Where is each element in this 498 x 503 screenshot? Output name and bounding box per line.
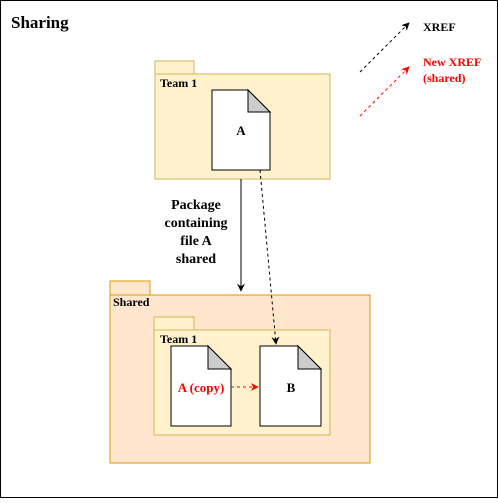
file-a-copy-fold: [207, 344, 233, 370]
legend-xref-label: XREF: [423, 20, 456, 34]
file-a-copy-label: A (copy): [178, 380, 225, 395]
legend-new-xref-label: New XREF: [423, 55, 481, 69]
share-arrow-label: Package containing file A shared: [160, 192, 235, 268]
share-arrow-label-line1: Package: [171, 198, 221, 213]
legend-xref-arrow: [359, 22, 410, 73]
xref-a-to-b-arrow[interactable]: [259, 169, 280, 345]
share-arrow-label-line4: shared: [176, 252, 216, 267]
shared-package-tab: [109, 280, 151, 296]
legend-new-xref-sublabel: (shared): [423, 71, 465, 85]
file-a[interactable]: A: [211, 88, 272, 171]
file-a-label: A: [236, 123, 246, 138]
file-a-copy[interactable]: A (copy): [170, 344, 233, 427]
file-b-fold: [297, 344, 323, 370]
diagram-title: Sharing: [11, 13, 69, 32]
team-package-top-tab: [154, 60, 195, 75]
team-package-inner-tab: [153, 316, 195, 331]
team-package-inner-label: Team 1: [160, 332, 197, 346]
share-arrow-label-line2: containing: [164, 216, 227, 231]
file-b-label: B: [287, 380, 296, 395]
team-package-top-label: Team 1: [160, 76, 197, 90]
file-b[interactable]: B: [259, 344, 323, 427]
file-a-fold: [247, 88, 272, 113]
share-arrow-label-line3: file A: [180, 234, 212, 249]
share-arrow-label-bg: [160, 192, 235, 268]
legend-new-xref-arrow: [359, 66, 410, 117]
legend: XREF New XREF (shared): [359, 20, 481, 117]
shared-package-label: Shared: [113, 295, 150, 309]
